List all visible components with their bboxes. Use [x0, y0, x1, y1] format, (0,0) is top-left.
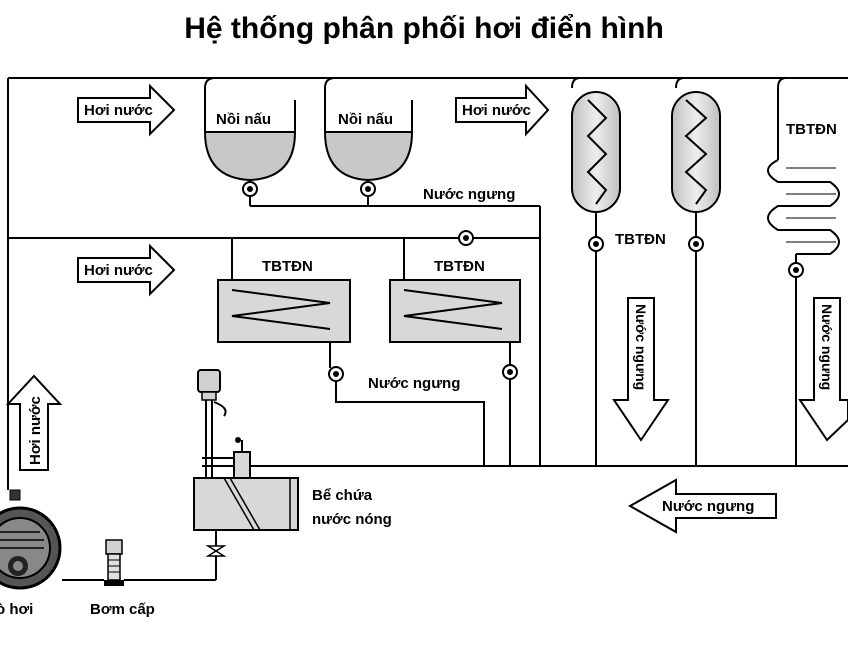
condensate-label-2: Nước ngưng [368, 375, 460, 392]
heat-exchanger-1-label: TBTĐN [262, 258, 313, 275]
steam-trap-branch [458, 230, 474, 246]
diagram-title: Hệ thống phân phối hơi điển hình [184, 12, 664, 45]
tank-label-line2: nước nóng [312, 511, 392, 528]
hot-water-tank [124, 369, 299, 581]
steam-trap-coil [788, 262, 804, 278]
condensate-label-1: Nước ngưng [423, 186, 515, 203]
cooking-pot-1-label: Nồi nấu [216, 111, 271, 128]
steam-trap-hx-2 [502, 364, 518, 380]
steam-arrow-2: Hơi nước [455, 83, 550, 137]
vertical-heat-exchanger-2 [671, 77, 721, 466]
heat-exchanger-2 [389, 238, 521, 466]
svg-text:Nước ngưng: Nước ngưng [633, 304, 649, 390]
svg-text:Nước ngưng: Nước ngưng [819, 304, 835, 390]
coil-hx-label: TBTĐN [786, 121, 837, 138]
svg-text:Hơi nước: Hơi nước [27, 396, 44, 465]
vertical-heat-exchanger-1 [571, 77, 621, 466]
steam-trap-vhx-2 [688, 236, 704, 252]
tank-label-line1: Bể chứa [312, 487, 373, 504]
cooking-pot-2-label: Nồi nấu [338, 111, 393, 128]
coil-heat-exchanger [767, 77, 840, 466]
svg-text:Nước ngưng: Nước ngưng [662, 498, 754, 515]
steam-trap-hx-1 [328, 366, 344, 382]
condensate-arrow-down-2: Nước ngưng [798, 297, 848, 442]
boiler-label: ò hơi [0, 601, 33, 618]
boiler [0, 489, 62, 590]
steam-trap-vhx-1 [588, 236, 604, 252]
steam-arrow-3: Hơi nước [77, 243, 176, 297]
condensate-arrow-down-1: Nước ngưng [612, 297, 670, 442]
steam-arrow-up: Hơi nước [5, 374, 63, 471]
vertical-hx-label: TBTĐN [615, 231, 666, 248]
condensate-arrow-left: Nước ngưng [627, 478, 777, 534]
steam-arrow-1: Hơi nước [77, 83, 176, 137]
svg-text:Hơi nước: Hơi nước [84, 102, 153, 119]
feed-pump-label: Bơm cấp [90, 601, 155, 618]
steam-trap-pot-1 [242, 181, 258, 197]
heat-exchanger-2-label: TBTĐN [434, 258, 485, 275]
feed-pump [62, 539, 124, 586]
steam-trap-pot-2 [360, 181, 376, 197]
heat-exchanger-1 [217, 238, 485, 466]
steam-main-header [7, 77, 848, 490]
svg-text:Hơi nước: Hơi nước [462, 102, 531, 119]
cooking-pot-2 [323, 77, 414, 206]
svg-text:Hơi nước: Hơi nước [84, 262, 153, 279]
